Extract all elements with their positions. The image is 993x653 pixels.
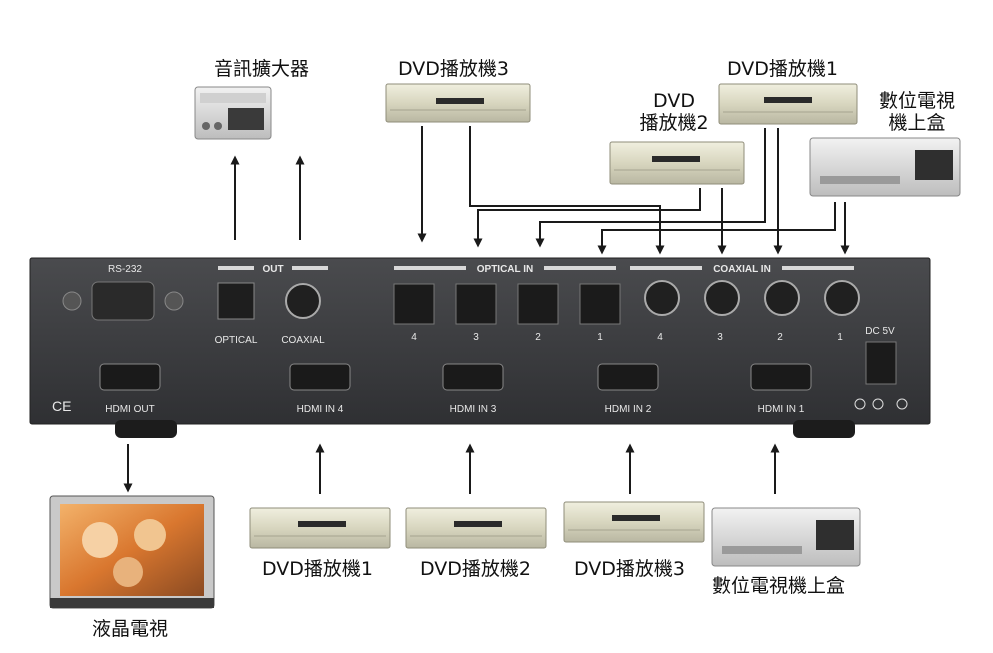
ce-mark: CE	[52, 398, 71, 414]
optical-in-port-number: 3	[473, 332, 479, 343]
coaxial-in-port-number: 1	[837, 332, 843, 343]
lcd-tv-device	[49, 495, 215, 609]
amplifier-device	[194, 86, 272, 140]
bottom-connection-lines	[123, 443, 780, 494]
dvd3-top-label: DVD播放機3	[398, 58, 510, 80]
dvd3-bottom-label: DVD播放機3	[574, 558, 686, 580]
rs232-label: RS-232	[108, 264, 142, 275]
coaxial-in-port-number: 2	[777, 332, 783, 343]
optical-out-label: OPTICAL	[215, 335, 258, 346]
optical-in-port-number: 1	[597, 332, 603, 343]
hdmi-in-label: HDMI IN 3	[450, 404, 497, 415]
stb-top-label: 數位電視 機上盒	[869, 90, 965, 134]
dc-power-label: DC 5V	[865, 326, 895, 337]
dvd1-top-label: DVD播放機1	[727, 58, 839, 80]
coaxial-in-port-number: 3	[717, 332, 723, 343]
hdmi-in-label: HDMI IN 1	[758, 404, 805, 415]
hdmi-in-label: HDMI IN 2	[605, 404, 652, 415]
set-top-box-bottom	[711, 507, 861, 567]
lcd-tv-label: 液晶電視	[92, 618, 169, 640]
dvd-player-2-top	[609, 141, 745, 185]
dvd-player-3-top	[385, 83, 531, 123]
coaxial-in-group-label: COAXIAL IN	[713, 264, 771, 275]
amplifier-label: 音訊擴大器	[214, 58, 310, 80]
stb-top-label-line2: 機上盒	[888, 112, 946, 134]
dvd2-top-label: DVD 播放機2	[628, 90, 720, 134]
dvd2-top-label-line2: 播放機2	[639, 112, 709, 134]
optical-in-port-number: 4	[411, 332, 417, 343]
top-connection-lines	[230, 126, 850, 255]
switch-rear-panel: RS-232 OUT OPTICAL COAXIAL OPTICAL IN CO…	[29, 257, 931, 438]
out-group-label: OUT	[262, 264, 283, 275]
dvd-player-2-bottom	[405, 507, 547, 549]
dvd-player-3-bottom	[563, 501, 705, 543]
coaxial-in-port-number: 4	[657, 332, 663, 343]
dvd1-bottom-label: DVD播放機1	[262, 558, 374, 580]
optical-in-port-number: 2	[535, 332, 541, 343]
dvd-player-1-top	[718, 83, 858, 125]
stb-top-label-line1: 數位電視	[878, 90, 955, 112]
stb-bottom-label: 數位電視機上盒	[712, 575, 846, 597]
dvd-player-1-bottom	[249, 507, 391, 549]
optical-in-group-label: OPTICAL IN	[477, 264, 533, 275]
dvd2-bottom-label: DVD播放機2	[420, 558, 532, 580]
hdmi-in-label: HDMI IN 4	[297, 404, 344, 415]
set-top-box-top	[809, 137, 961, 197]
dvd2-top-label-line1: DVD	[653, 90, 695, 112]
hdmi-out-label: HDMI OUT	[105, 404, 154, 415]
coaxial-out-label: COAXIAL	[281, 335, 325, 346]
